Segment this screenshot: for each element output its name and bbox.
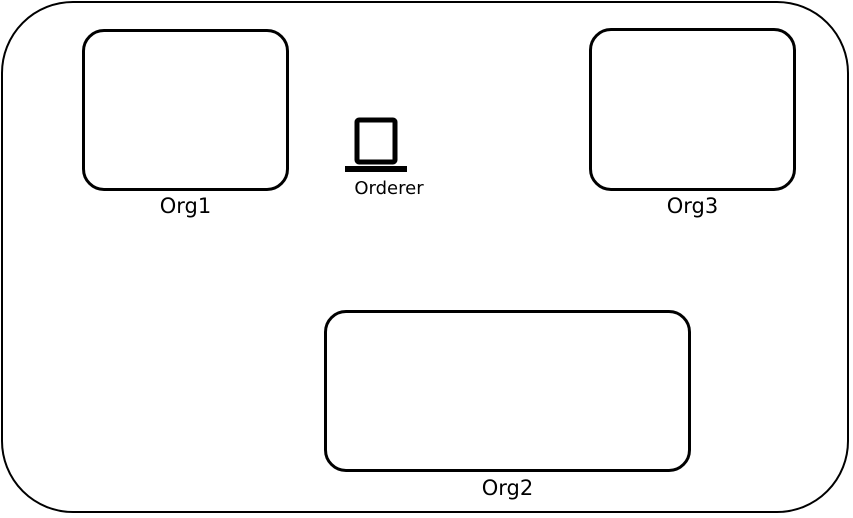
- org2-label: Org2: [481, 476, 534, 500]
- org3-box: [589, 28, 796, 191]
- org2-box: [324, 310, 691, 472]
- orderer-label: Orderer: [354, 178, 424, 199]
- org1-box: [82, 29, 289, 191]
- laptop-icon: [345, 117, 407, 172]
- org1-label: Org1: [159, 194, 212, 218]
- org3-label: Org3: [666, 194, 719, 218]
